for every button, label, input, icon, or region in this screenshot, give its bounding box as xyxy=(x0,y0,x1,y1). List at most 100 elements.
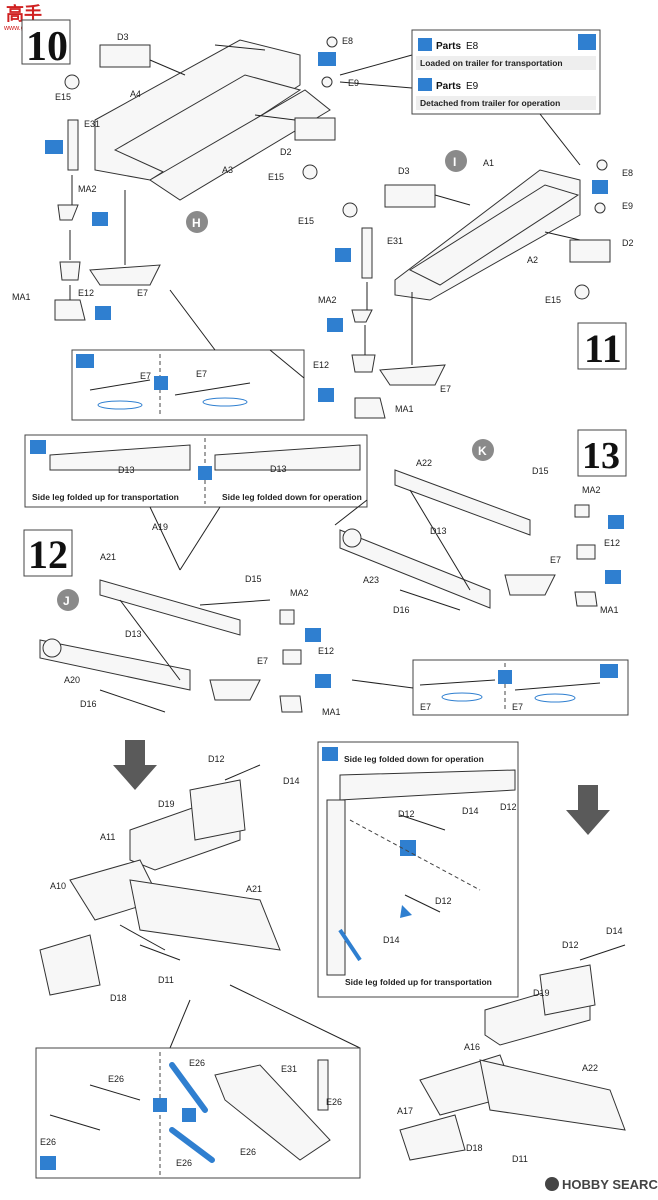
hobby-search-watermark: HOBBY SEARCH xyxy=(545,1177,658,1192)
part-label: E12 xyxy=(318,646,334,656)
edit-icon xyxy=(578,34,596,50)
part-label: D14 xyxy=(283,776,300,786)
part-label: D13 xyxy=(270,464,287,474)
part-label: E8 xyxy=(342,36,353,46)
down-arrow-icon xyxy=(566,785,610,835)
legend-e9: E9 xyxy=(466,81,479,92)
down-arrow-icon xyxy=(113,740,157,790)
watermark-text: HOBBY SEARCH xyxy=(562,1177,658,1192)
legend-icon xyxy=(418,78,432,91)
part-label: A10 xyxy=(50,881,66,891)
part-label: A17 xyxy=(397,1106,413,1116)
part-label: D19 xyxy=(158,799,175,809)
part-label: MA2 xyxy=(318,295,337,305)
part-label: D11 xyxy=(512,1154,528,1164)
marker-letter: I xyxy=(453,155,456,169)
part-label: E15 xyxy=(55,92,71,102)
step-12-number: 12 xyxy=(28,532,68,577)
legend-parts-label: Parts xyxy=(436,41,461,52)
legend-parts-label: Parts xyxy=(436,81,461,92)
part-label: D16 xyxy=(80,699,97,709)
part-label: E7 xyxy=(420,702,431,712)
part-label: E9 xyxy=(622,201,633,211)
part-label: E7 xyxy=(196,369,207,379)
step-12-detail: D13 D13 Side leg folded up for transport… xyxy=(24,434,368,571)
part-label: MA2 xyxy=(582,485,601,495)
part-label: D14 xyxy=(383,935,400,945)
part-label: MA2 xyxy=(290,588,309,598)
part-label: A22 xyxy=(582,1063,598,1073)
part-label: E26 xyxy=(240,1147,256,1157)
part-label: A23 xyxy=(363,575,379,585)
part-label: MA1 xyxy=(395,404,414,414)
part-label: D16 xyxy=(393,605,410,615)
part-label: E12 xyxy=(313,360,329,370)
note-side-down-2: Side leg folded down for operation xyxy=(344,754,484,764)
part-label: MA2 xyxy=(78,184,97,194)
part-label: E26 xyxy=(189,1058,205,1068)
part-label: A21 xyxy=(246,884,262,894)
part-label: A3 xyxy=(222,165,233,175)
part-label: E12 xyxy=(78,288,94,298)
part-label: D2 xyxy=(280,147,292,157)
part-label: A20 xyxy=(64,675,80,685)
step-10-number: 10 xyxy=(26,24,68,70)
part-label: D12 xyxy=(562,940,579,950)
step-13-detail: E7 E7 xyxy=(351,659,629,716)
legend-e9-note: Detached from trailer for operation xyxy=(420,98,560,108)
part-label: MA1 xyxy=(600,605,619,615)
legend-e8: E8 xyxy=(466,41,479,52)
part-label: D15 xyxy=(532,466,549,476)
part-label: D2 xyxy=(622,238,634,248)
marker-letter: H xyxy=(192,216,201,230)
part-label: A1 xyxy=(483,158,494,168)
marker-letter: K xyxy=(478,444,487,458)
part-label: E31 xyxy=(387,236,403,246)
step-12: 12 xyxy=(23,529,73,577)
part-label: E8 xyxy=(622,168,633,178)
part-label: E12 xyxy=(604,538,620,548)
part-label: E9 xyxy=(348,78,359,88)
part-label: E7 xyxy=(512,702,523,712)
part-label: A22 xyxy=(416,458,432,468)
step-10-detail: E7 E7 xyxy=(71,289,305,421)
part-label: E15 xyxy=(298,216,314,226)
legend-e8-note: Loaded on trailer for transportation xyxy=(420,58,563,68)
part-label: E26 xyxy=(40,1137,56,1147)
part-label: A11 xyxy=(100,832,115,842)
part-label: D3 xyxy=(398,166,410,176)
part-label: E26 xyxy=(108,1074,124,1084)
part-label: E15 xyxy=(268,172,284,182)
part-label: E7 xyxy=(550,555,561,565)
logo-top: 高手 xyxy=(6,3,42,24)
part-label: A2 xyxy=(527,255,538,265)
step-13: 13 xyxy=(577,429,627,477)
part-label: A19 xyxy=(152,522,168,532)
part-label: MA1 xyxy=(12,292,31,302)
side-leg-detail: Side leg folded down for operation Side … xyxy=(317,741,519,998)
sub-marker-k: K xyxy=(472,439,494,461)
bottom-right-assembly: D14 D12 D19 A16 A22 A17 D18 D11 xyxy=(397,926,626,1164)
part-label: D3 xyxy=(117,32,129,42)
part-label: D12 xyxy=(208,754,225,764)
part-label: E26 xyxy=(326,1097,342,1107)
part-label: A4 xyxy=(130,89,141,99)
part-label: E7 xyxy=(440,384,451,394)
part-label: D19 xyxy=(533,988,550,998)
part-label: D13 xyxy=(118,465,135,475)
part-label: E7 xyxy=(257,656,268,666)
part-label: E7 xyxy=(137,288,148,298)
sub-marker-i: I xyxy=(445,150,467,172)
part-label: D13 xyxy=(430,526,447,536)
part-label: E7 xyxy=(140,371,151,381)
note-side-up-2: Side leg folded up for transportation xyxy=(345,977,492,987)
part-label: D12 xyxy=(398,809,415,819)
marker-letter: J xyxy=(63,594,70,608)
bottom-left-assembly: D12 D14 D19 A11 A10 A21 D11 D18 xyxy=(39,754,361,1049)
step-10: 10 xyxy=(21,19,71,70)
part-label: D13 xyxy=(125,629,142,639)
part-label: E26 xyxy=(176,1158,192,1168)
sub-marker-j: J xyxy=(57,589,79,611)
legend-icon xyxy=(418,38,432,51)
